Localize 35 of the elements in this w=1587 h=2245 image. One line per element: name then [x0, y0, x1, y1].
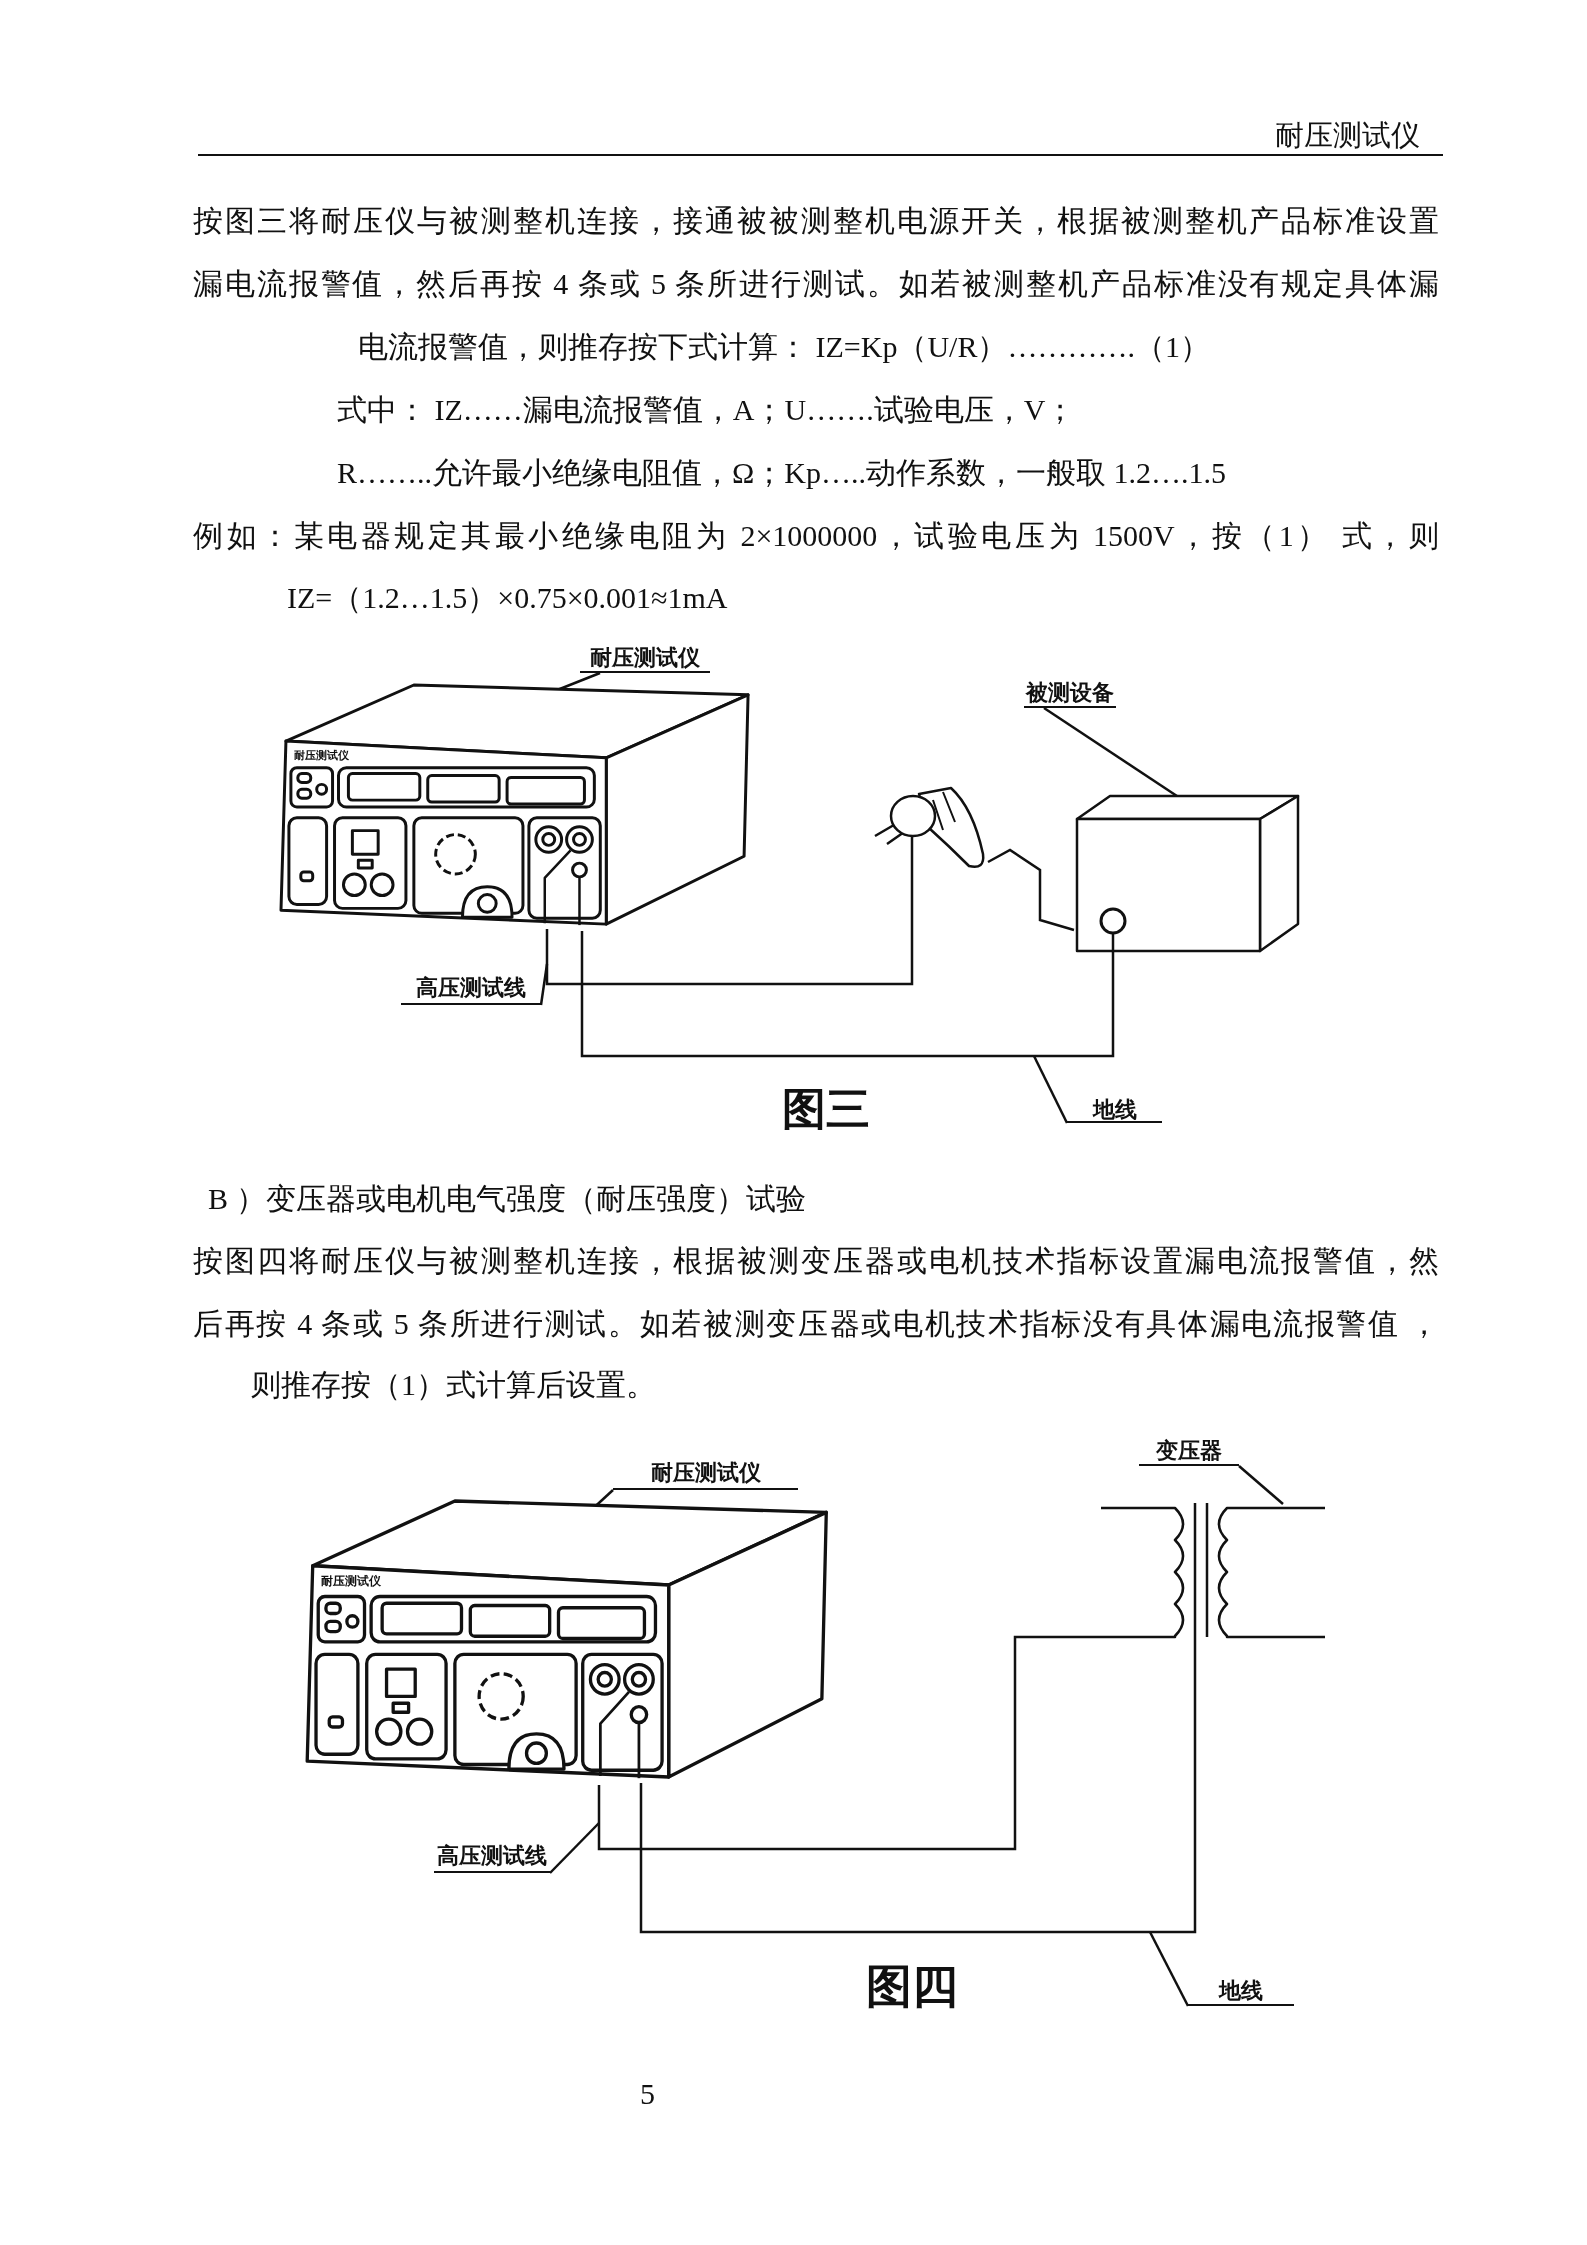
leader-line [1148, 1931, 1190, 2007]
page-number: 5 [640, 2076, 655, 2112]
body-text: 按图三将耐压仪与被测整机连接，接通被被测整机电源开关，根据被测整机产品标准设置 [193, 203, 1439, 239]
leader-line [1238, 1465, 1284, 1505]
power-cord [987, 848, 1075, 932]
callout-label: 耐压测试仪 [613, 1460, 798, 1490]
wire [639, 1645, 1197, 1934]
body-text: 按图四将耐压仪与被测整机连接，根据被测变压器或电机技术指标设置漏电流报警值，然 [193, 1243, 1439, 1279]
formula-text: 式中： IZ……漏电流报警值，A；U…….试验电压，V； [337, 392, 1076, 428]
section-heading: B ）变压器或电机电气强度（耐压强度）试验 [208, 1181, 806, 1217]
header-title: 耐压测试仪 [1274, 118, 1420, 153]
callout-label: 地线 [1067, 1097, 1162, 1123]
leader-line [1032, 1055, 1069, 1124]
callout-label: 耐压测试仪 [580, 645, 710, 673]
callout-label: 变压器 [1139, 1438, 1239, 1466]
body-text: 漏电流报警值，然后再按 4 条或 5 条所进行测试。如若被测整机产品标准没有规定具体漏 [193, 266, 1439, 302]
formula-text: 电流报警值，则推存按下式计算： IZ=Kp（U/R）………….（1） [358, 329, 1210, 365]
callout-label: 被测设备 [1024, 680, 1116, 708]
formula-text: IZ=（1.2…1.5）×0.75×0.001≈1mA [287, 580, 728, 616]
figure-caption: 图四 [866, 1960, 958, 2012]
body-text: 例如：某电器规定其最小绝缘电阻为 2×1000000，试验电压为 1500V，按（1） 式，则 [193, 518, 1439, 554]
leader-line [539, 963, 549, 1006]
body-text: 后再按 4 条或 5 条所进行测试。如若被测变压器或电机技术指标没有具体漏电流报警值 ， [193, 1306, 1439, 1342]
wire [580, 931, 1115, 1058]
panel-label: 耐压测试仪 [293, 749, 350, 762]
formula-text: R……..允许最小绝缘电阻值，Ω；Kp…..动作系数，一般取 1.2….1.5 [337, 455, 1226, 491]
wire [545, 880, 914, 986]
panel-label: 耐压测试仪 [320, 1575, 382, 1588]
wire [597, 1635, 1101, 1851]
callout-label: 高压测试线 [434, 1843, 550, 1873]
leader-line [549, 1822, 600, 1874]
figure-caption: 图三 [782, 1083, 870, 1135]
callout-label: 地线 [1188, 1978, 1294, 2006]
body-text: 则推存按（1）式计算后设置。 [251, 1367, 656, 1403]
callout-label: 高压测试线 [401, 975, 541, 1005]
